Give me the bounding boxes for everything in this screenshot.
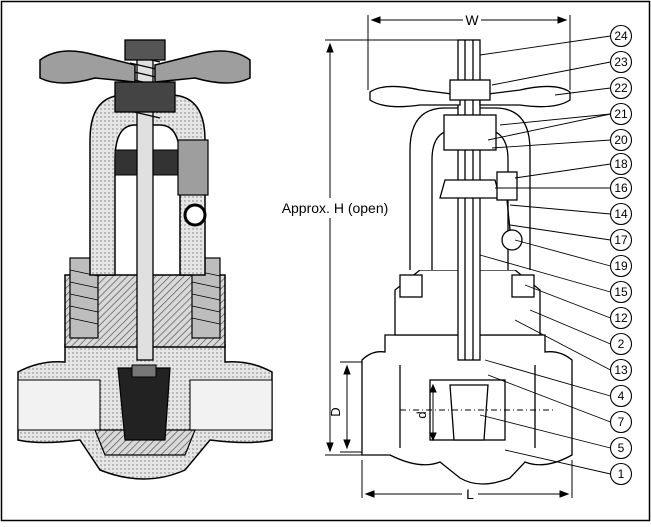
callout-leader-12 <box>524 284 611 319</box>
width-label: W <box>465 12 479 28</box>
callout-circle-18 <box>609 152 633 176</box>
callout-circle-5 <box>609 436 633 460</box>
callout-leader-24 <box>479 35 611 56</box>
callout-circle-22 <box>609 76 633 100</box>
callout-circle-14 <box>609 202 633 226</box>
callout-circle-17 <box>609 228 633 252</box>
callout-circle-21 <box>609 102 633 126</box>
callout-leader-13 <box>514 319 611 371</box>
sectional-view <box>17 39 273 480</box>
length-label: L <box>466 486 474 502</box>
callout-circle-16 <box>609 176 633 200</box>
section-wedge <box>117 367 171 441</box>
callout-circle-7 <box>609 410 633 434</box>
callout-leader-19 <box>514 239 611 267</box>
callout-leader-17 <box>509 224 611 241</box>
d-inner-label: d <box>414 411 429 418</box>
callout-circle-19 <box>609 254 633 278</box>
callout-group: 24 23 22 21 20 18 16 14 17 19 15 12 2 13 4 7 5 1 <box>479 24 633 486</box>
callout-leader-18 <box>514 163 611 179</box>
callout-number: 22 <box>614 81 628 95</box>
callout-number: 5 <box>618 441 625 455</box>
callout-leader-1 <box>504 449 611 475</box>
d-outer-label: D <box>328 407 343 416</box>
callout-number: 2 <box>618 337 625 351</box>
callout-circle-15 <box>609 280 633 304</box>
callout-number: 4 <box>618 389 625 403</box>
callout-leader-21 <box>499 113 611 126</box>
callout-number: 23 <box>614 55 628 69</box>
outline-view <box>361 39 573 485</box>
callout-number: 24 <box>614 29 628 43</box>
dimension-labels: W Approx. H (open) L D d <box>273 12 481 502</box>
callout-number: 17 <box>614 233 628 247</box>
callout-circle-12 <box>609 306 633 330</box>
callout-leader-14 <box>509 204 611 215</box>
callout-leader-4 <box>484 359 611 397</box>
callout-leader-5 <box>479 414 611 449</box>
callout-leader-21 <box>487 113 611 141</box>
callout-leader-23 <box>491 61 611 86</box>
callout-number: 21 <box>614 107 628 121</box>
callout-number: 20 <box>614 133 628 147</box>
callout-number: 19 <box>614 259 628 273</box>
callout-number: 1 <box>618 467 625 481</box>
callout-number: 15 <box>614 285 628 299</box>
callout-circle-23 <box>609 50 633 74</box>
callout-number: 18 <box>614 157 628 171</box>
callout-circle-4 <box>609 384 633 408</box>
callout-number: 16 <box>614 181 628 195</box>
callout-number: 14 <box>614 207 628 221</box>
callout-leader-22 <box>554 87 611 96</box>
callout-circle-2 <box>609 332 633 356</box>
callout-circle-1 <box>609 462 633 486</box>
callout-leader-2 <box>529 309 611 345</box>
callout-leader-7 <box>487 374 611 423</box>
callout-circle-20 <box>609 128 633 152</box>
callout-leader-20 <box>491 139 611 149</box>
callout-number: 7 <box>618 415 625 429</box>
section-handwheel <box>39 50 136 84</box>
callout-circle-13 <box>609 358 633 382</box>
callout-circle-24 <box>609 24 633 48</box>
callout-leader-15 <box>479 254 611 293</box>
callout-number: 12 <box>614 311 628 325</box>
callout-number: 13 <box>614 363 628 377</box>
height-label: Approx. H (open) <box>282 200 389 216</box>
